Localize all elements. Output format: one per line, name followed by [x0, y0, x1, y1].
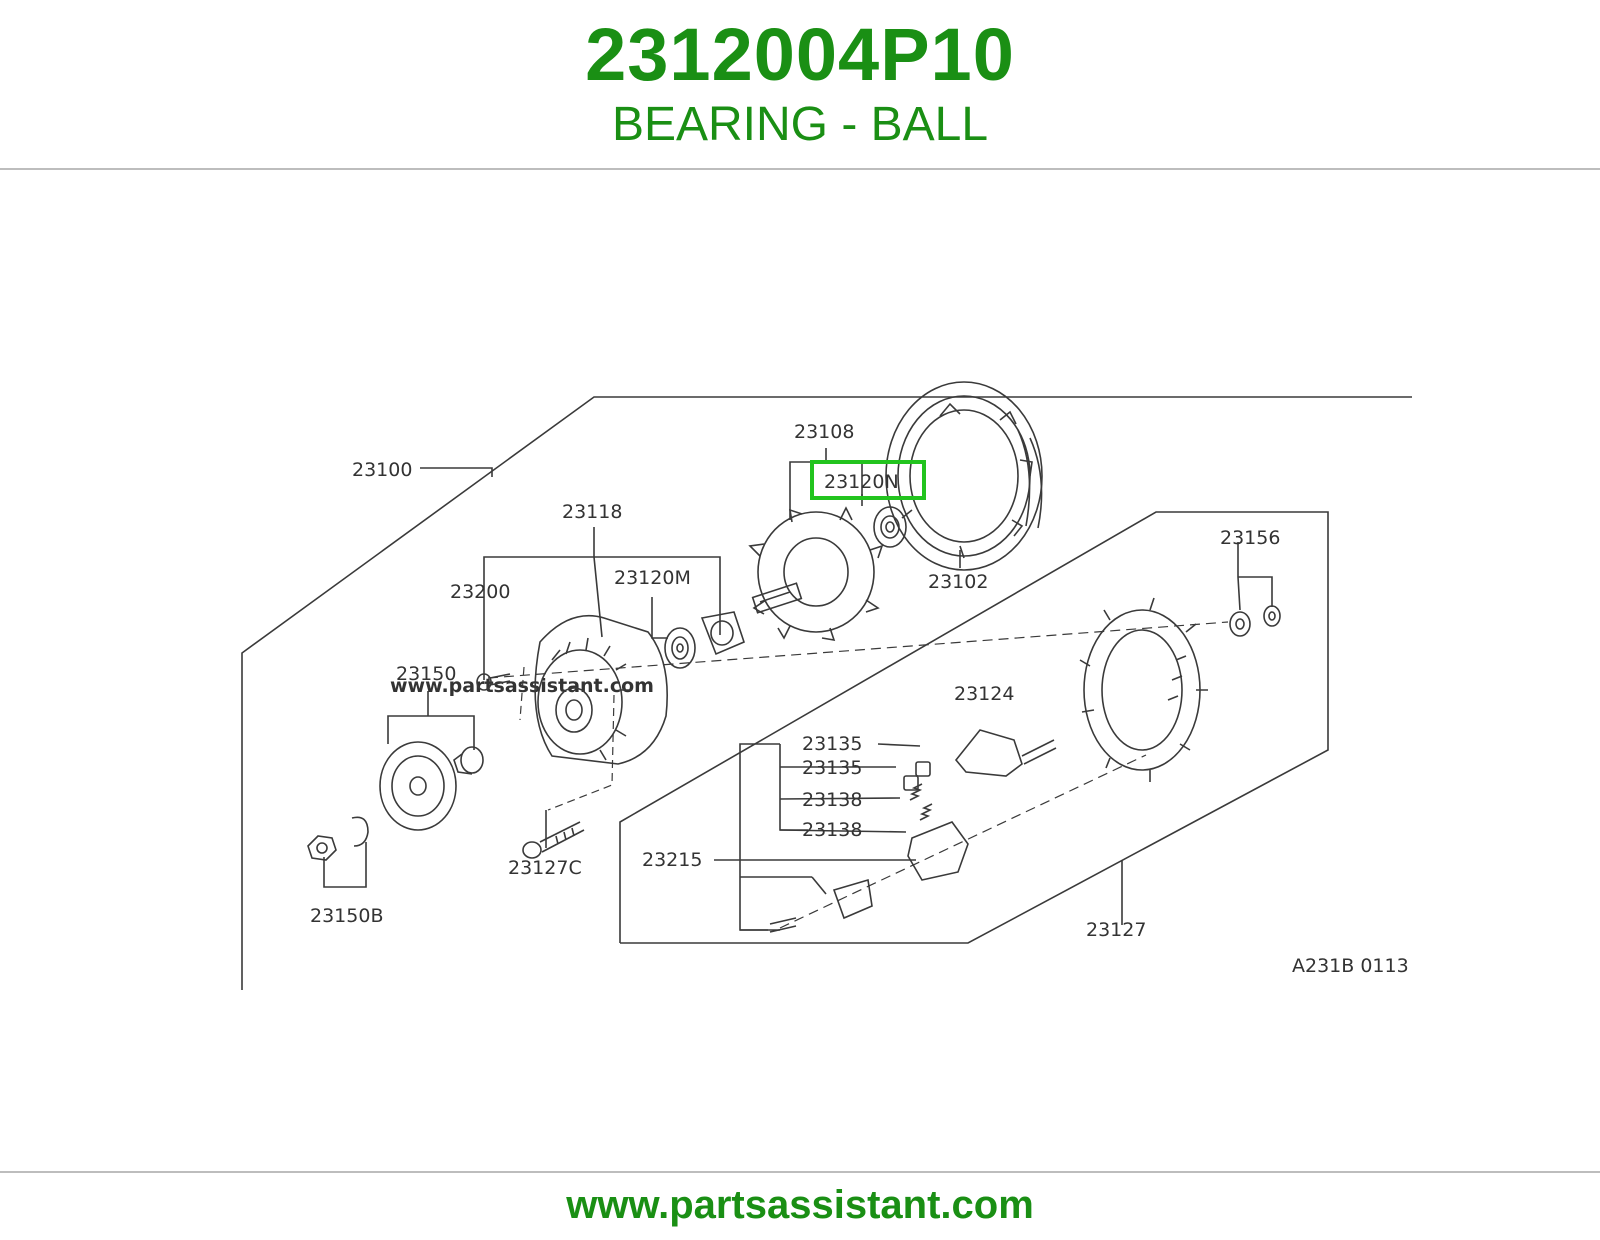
brushes-part: [903, 761, 931, 791]
rear-housing-part: [1079, 597, 1208, 782]
springs-part: [909, 783, 933, 821]
callout-23120M[interactable]: 23120M: [614, 567, 691, 589]
header-divider: [0, 168, 1600, 170]
callout-23102[interactable]: 23102: [928, 571, 988, 593]
site-link[interactable]: www.partsassistant.com: [566, 1183, 1034, 1227]
callout-23156[interactable]: 23156: [1220, 527, 1280, 549]
pulley-part: [379, 741, 484, 831]
bearing-23120M-part: [664, 627, 696, 669]
callout-23200[interactable]: 23200: [450, 581, 510, 603]
footer-divider: [0, 1171, 1600, 1173]
front-housing-part: [534, 614, 668, 765]
frame-outer: [241, 396, 1412, 990]
callout-23100[interactable]: 23100: [352, 459, 412, 481]
page-header: 2312004P10 BEARING - BALL: [0, 0, 1600, 168]
screw-23200-part: [476, 673, 511, 691]
exploded-parts-diagram: www.partsassistant.com: [0, 170, 1600, 1170]
rotor-part: [748, 506, 884, 642]
nut-washer-part: [307, 816, 369, 861]
through-bolt-part: [522, 821, 585, 859]
regulator-part: [954, 729, 1057, 777]
callout-23138-a[interactable]: 23138: [802, 789, 862, 811]
callout-23135-a[interactable]: 23135: [802, 733, 862, 755]
callout-23124[interactable]: 23124: [954, 683, 1014, 705]
callout-23127[interactable]: 23127: [1086, 919, 1146, 941]
callout-23150[interactable]: 23150: [396, 663, 456, 685]
bushing-part: [1229, 605, 1281, 637]
callout-23135-b[interactable]: 23135: [802, 757, 862, 779]
part-number-title: 2312004P10: [585, 13, 1015, 96]
part-description: BEARING - BALL: [611, 98, 989, 151]
figure-code: A231B 0113: [1292, 955, 1409, 977]
page-footer: www.partsassistant.com: [0, 1180, 1600, 1230]
brush-holder-part: [769, 821, 969, 933]
callout-23120N[interactable]: 23120N: [824, 471, 899, 493]
highlight-box: [810, 460, 926, 500]
bearing-23120N-part: [873, 506, 907, 548]
diagram-canvas: www.partsassistant.com: [241, 381, 1412, 990]
stator-part: [885, 381, 1043, 571]
callout-23138-b[interactable]: 23138: [802, 819, 862, 841]
callout-23108[interactable]: 23108: [794, 421, 854, 443]
callout-23150B[interactable]: 23150B: [310, 905, 383, 927]
callout-23215[interactable]: 23215: [642, 849, 702, 871]
frame-inner: [619, 511, 1329, 944]
callout-23127C[interactable]: 23127C: [508, 857, 582, 879]
retainer-plate-part: [700, 611, 745, 656]
callout-23118[interactable]: 23118: [562, 501, 622, 523]
